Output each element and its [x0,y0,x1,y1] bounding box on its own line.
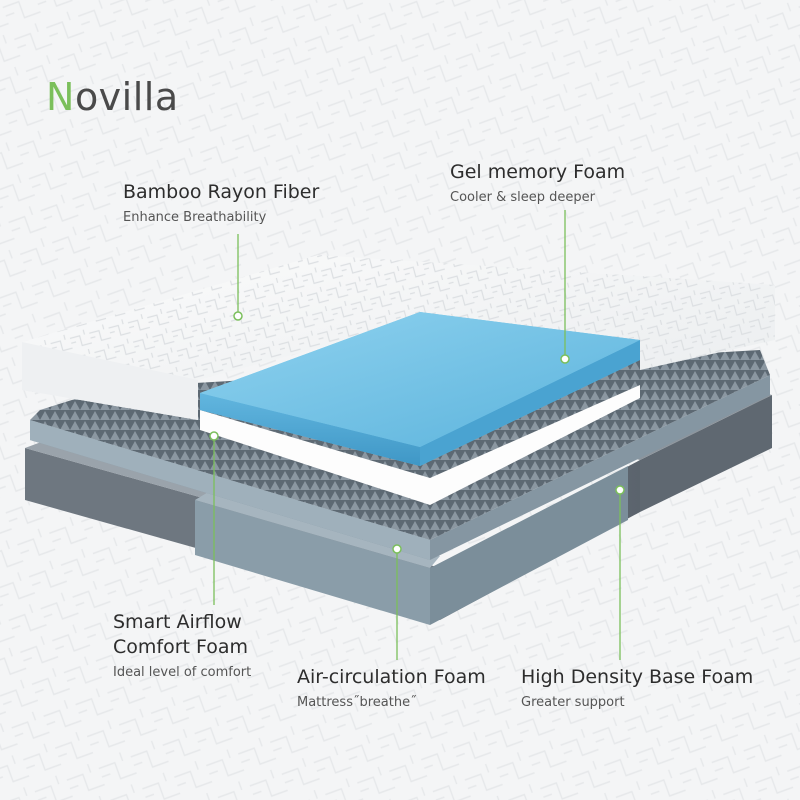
callout-title: High Density Base Foam [521,666,754,688]
brand-logo-rest: ovilla [74,75,179,119]
callout-dot-air [392,544,402,554]
callout-bamboo-rayon: Bamboo Rayon Fiber Enhance Breathability [123,180,319,225]
callout-subtitle: Enhance Breathability [123,210,267,225]
callout-dots [209,311,625,554]
callout-title-line1: Smart Airflow [113,611,242,633]
callout-title: Bamboo Rayon Fiber [123,181,320,203]
callout-smart-airflow-foam: Smart Airflow Comfort Foam Ideal level o… [113,610,251,680]
callout-subtitle: Mattress˝breathe˝ [297,695,417,710]
air-circulation-foam-layer [195,466,628,625]
callout-air-circulation-foam: Air-circulation Foam Mattress˝breathe˝ [297,665,486,710]
callout-title-line2: Comfort Foam [113,636,249,658]
callout-high-density-base-foam: High Density Base Foam Greater support [521,665,753,710]
callout-dot-hd [615,485,625,495]
callout-subtitle: Cooler & sleep deeper [450,190,595,205]
callout-title: Gel memory Foam [450,161,626,183]
callout-lines [213,210,621,660]
brand-logo: Novilla [46,78,179,116]
white-layer [200,385,640,505]
callout-dot-gel [560,354,570,364]
callout-title: Air-circulation Foam [297,666,486,688]
callout-subtitle: Greater support [521,695,625,710]
callout-gel-memory-foam: Gel memory Foam Cooler & sleep deeper [450,160,625,205]
bamboo-cover-layer [22,255,775,420]
gel-memory-foam-layer [200,312,640,466]
callout-subtitle: Ideal level of comfort [113,665,252,680]
callout-dot-smart [209,431,219,441]
brand-logo-initial: N [46,75,75,119]
callout-dot-bamboo [233,311,243,321]
